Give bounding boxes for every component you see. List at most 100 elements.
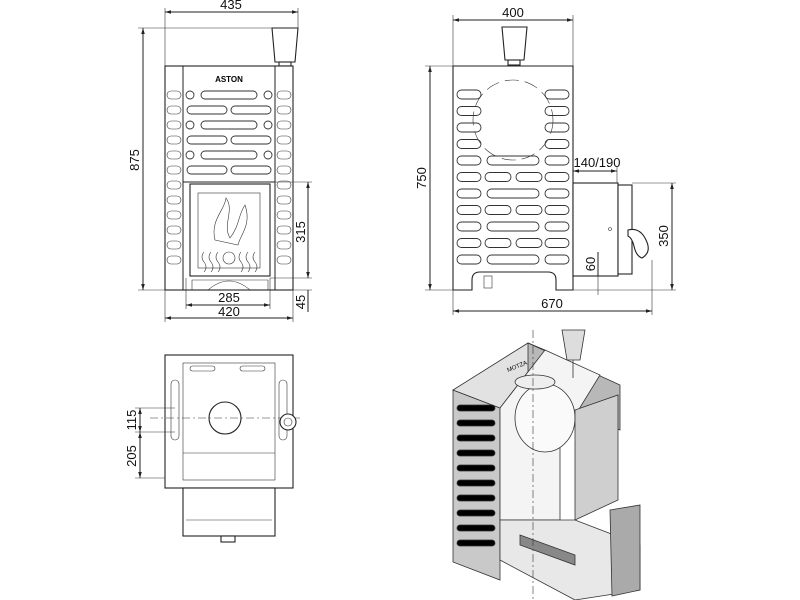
grille-slot bbox=[276, 135, 292, 145]
fire-door bbox=[189, 183, 271, 291]
side-grille bbox=[456, 89, 570, 265]
grille-slot bbox=[515, 172, 543, 182]
grille-slot bbox=[276, 105, 292, 115]
grille-slot bbox=[456, 238, 482, 248]
chimney bbox=[271, 27, 299, 67]
grille-slot bbox=[186, 165, 228, 175]
grille-slot bbox=[185, 90, 195, 100]
dim-350: 350 bbox=[656, 225, 671, 247]
chimney bbox=[501, 26, 528, 66]
dim-285: 285 bbox=[218, 290, 240, 305]
grille-slot bbox=[515, 205, 543, 215]
grille-slot bbox=[276, 195, 292, 205]
grille-slot bbox=[486, 221, 540, 232]
dim-670: 670 bbox=[541, 296, 563, 311]
side-view: 750 400 140/190 350 60 670 bbox=[414, 5, 676, 315]
dim-315: 315 bbox=[293, 221, 308, 243]
dim-435: 435 bbox=[220, 0, 242, 12]
grille-slot bbox=[166, 165, 182, 175]
grille-slot bbox=[166, 210, 182, 220]
grille-slot bbox=[544, 188, 570, 199]
grille-slot bbox=[276, 165, 292, 175]
grille-slot bbox=[544, 89, 570, 100]
grille-slot bbox=[456, 494, 496, 502]
grille-slot bbox=[166, 195, 182, 205]
grille-slot bbox=[230, 165, 272, 175]
grille-slot bbox=[276, 255, 292, 265]
dim-420: 420 bbox=[218, 304, 240, 319]
dim-750: 750 bbox=[414, 167, 429, 189]
grille-slot bbox=[456, 254, 482, 265]
grille-slot bbox=[456, 419, 496, 427]
grille-slot bbox=[200, 120, 258, 130]
grille-slot bbox=[486, 188, 540, 199]
grille-slot bbox=[166, 105, 182, 115]
grille-slot bbox=[456, 404, 496, 412]
grille-slot bbox=[166, 225, 182, 235]
grille-slot bbox=[263, 120, 273, 130]
grille-slot bbox=[166, 240, 182, 250]
grille-slot bbox=[456, 89, 482, 100]
grille-slot bbox=[456, 155, 482, 166]
grille-slot bbox=[276, 180, 292, 190]
grille-slot bbox=[456, 434, 496, 442]
grille-slot bbox=[263, 150, 273, 160]
dim-875: 875 bbox=[127, 149, 142, 171]
grille-slot bbox=[456, 221, 482, 232]
grille-slot bbox=[276, 120, 292, 130]
isometric-cutaway: MOTZA bbox=[452, 329, 641, 600]
grille-slot bbox=[166, 120, 182, 130]
grille-slot bbox=[230, 105, 272, 115]
grille-slot bbox=[544, 155, 570, 166]
dim-60: 60 bbox=[583, 257, 598, 271]
grille-slot bbox=[230, 135, 272, 145]
grille-slot bbox=[456, 524, 496, 532]
grille-slot bbox=[456, 464, 496, 472]
grille-slot bbox=[456, 172, 482, 182]
dim-400: 400 bbox=[502, 5, 524, 20]
grille-slot bbox=[166, 150, 182, 160]
dim-45: 45 bbox=[293, 295, 308, 309]
grille-slot bbox=[484, 205, 512, 215]
grille-slot bbox=[544, 205, 570, 215]
grille-slot bbox=[185, 150, 195, 160]
front-view: ASTON 435 875 315 45 285 420 bbox=[127, 0, 312, 322]
grille-slot bbox=[456, 106, 482, 116]
grille-slot bbox=[484, 172, 512, 182]
grille-slot bbox=[186, 135, 228, 145]
grille-slot bbox=[166, 135, 182, 145]
grille-slot bbox=[544, 172, 570, 182]
dim-115: 115 bbox=[124, 410, 139, 431]
grille-slot bbox=[276, 90, 292, 100]
grille-slot bbox=[456, 139, 482, 149]
grille-slot bbox=[276, 210, 292, 220]
grille-slot bbox=[456, 479, 496, 487]
grille-slot bbox=[544, 238, 570, 248]
grille-slot bbox=[276, 240, 292, 250]
grille-slot bbox=[166, 90, 182, 100]
dim-140-190: 140/190 bbox=[574, 155, 621, 170]
grille-slot bbox=[200, 150, 258, 160]
grille-slot bbox=[515, 238, 543, 248]
grille-slot bbox=[456, 539, 496, 547]
grille-slot bbox=[456, 509, 496, 517]
grille-slot bbox=[456, 205, 482, 215]
grille-slot bbox=[544, 122, 570, 133]
grille-slot bbox=[186, 105, 228, 115]
grille-slot bbox=[484, 238, 512, 248]
top-view: 115 205 bbox=[124, 354, 300, 543]
dim-205: 205 bbox=[124, 445, 139, 467]
grille-slot bbox=[486, 254, 540, 265]
grille-slot bbox=[166, 255, 182, 265]
grille-slot bbox=[166, 180, 182, 190]
firebox-extension bbox=[572, 182, 649, 277]
grille-slot bbox=[276, 225, 292, 235]
grille-slot bbox=[544, 221, 570, 232]
grille-slot bbox=[544, 106, 570, 116]
brand-logo: ASTON bbox=[215, 75, 243, 84]
grille-slot bbox=[276, 150, 292, 160]
grille-slot bbox=[544, 139, 570, 149]
grille-slot bbox=[456, 122, 482, 133]
front-grille bbox=[166, 90, 292, 265]
grille-slot bbox=[456, 449, 496, 457]
